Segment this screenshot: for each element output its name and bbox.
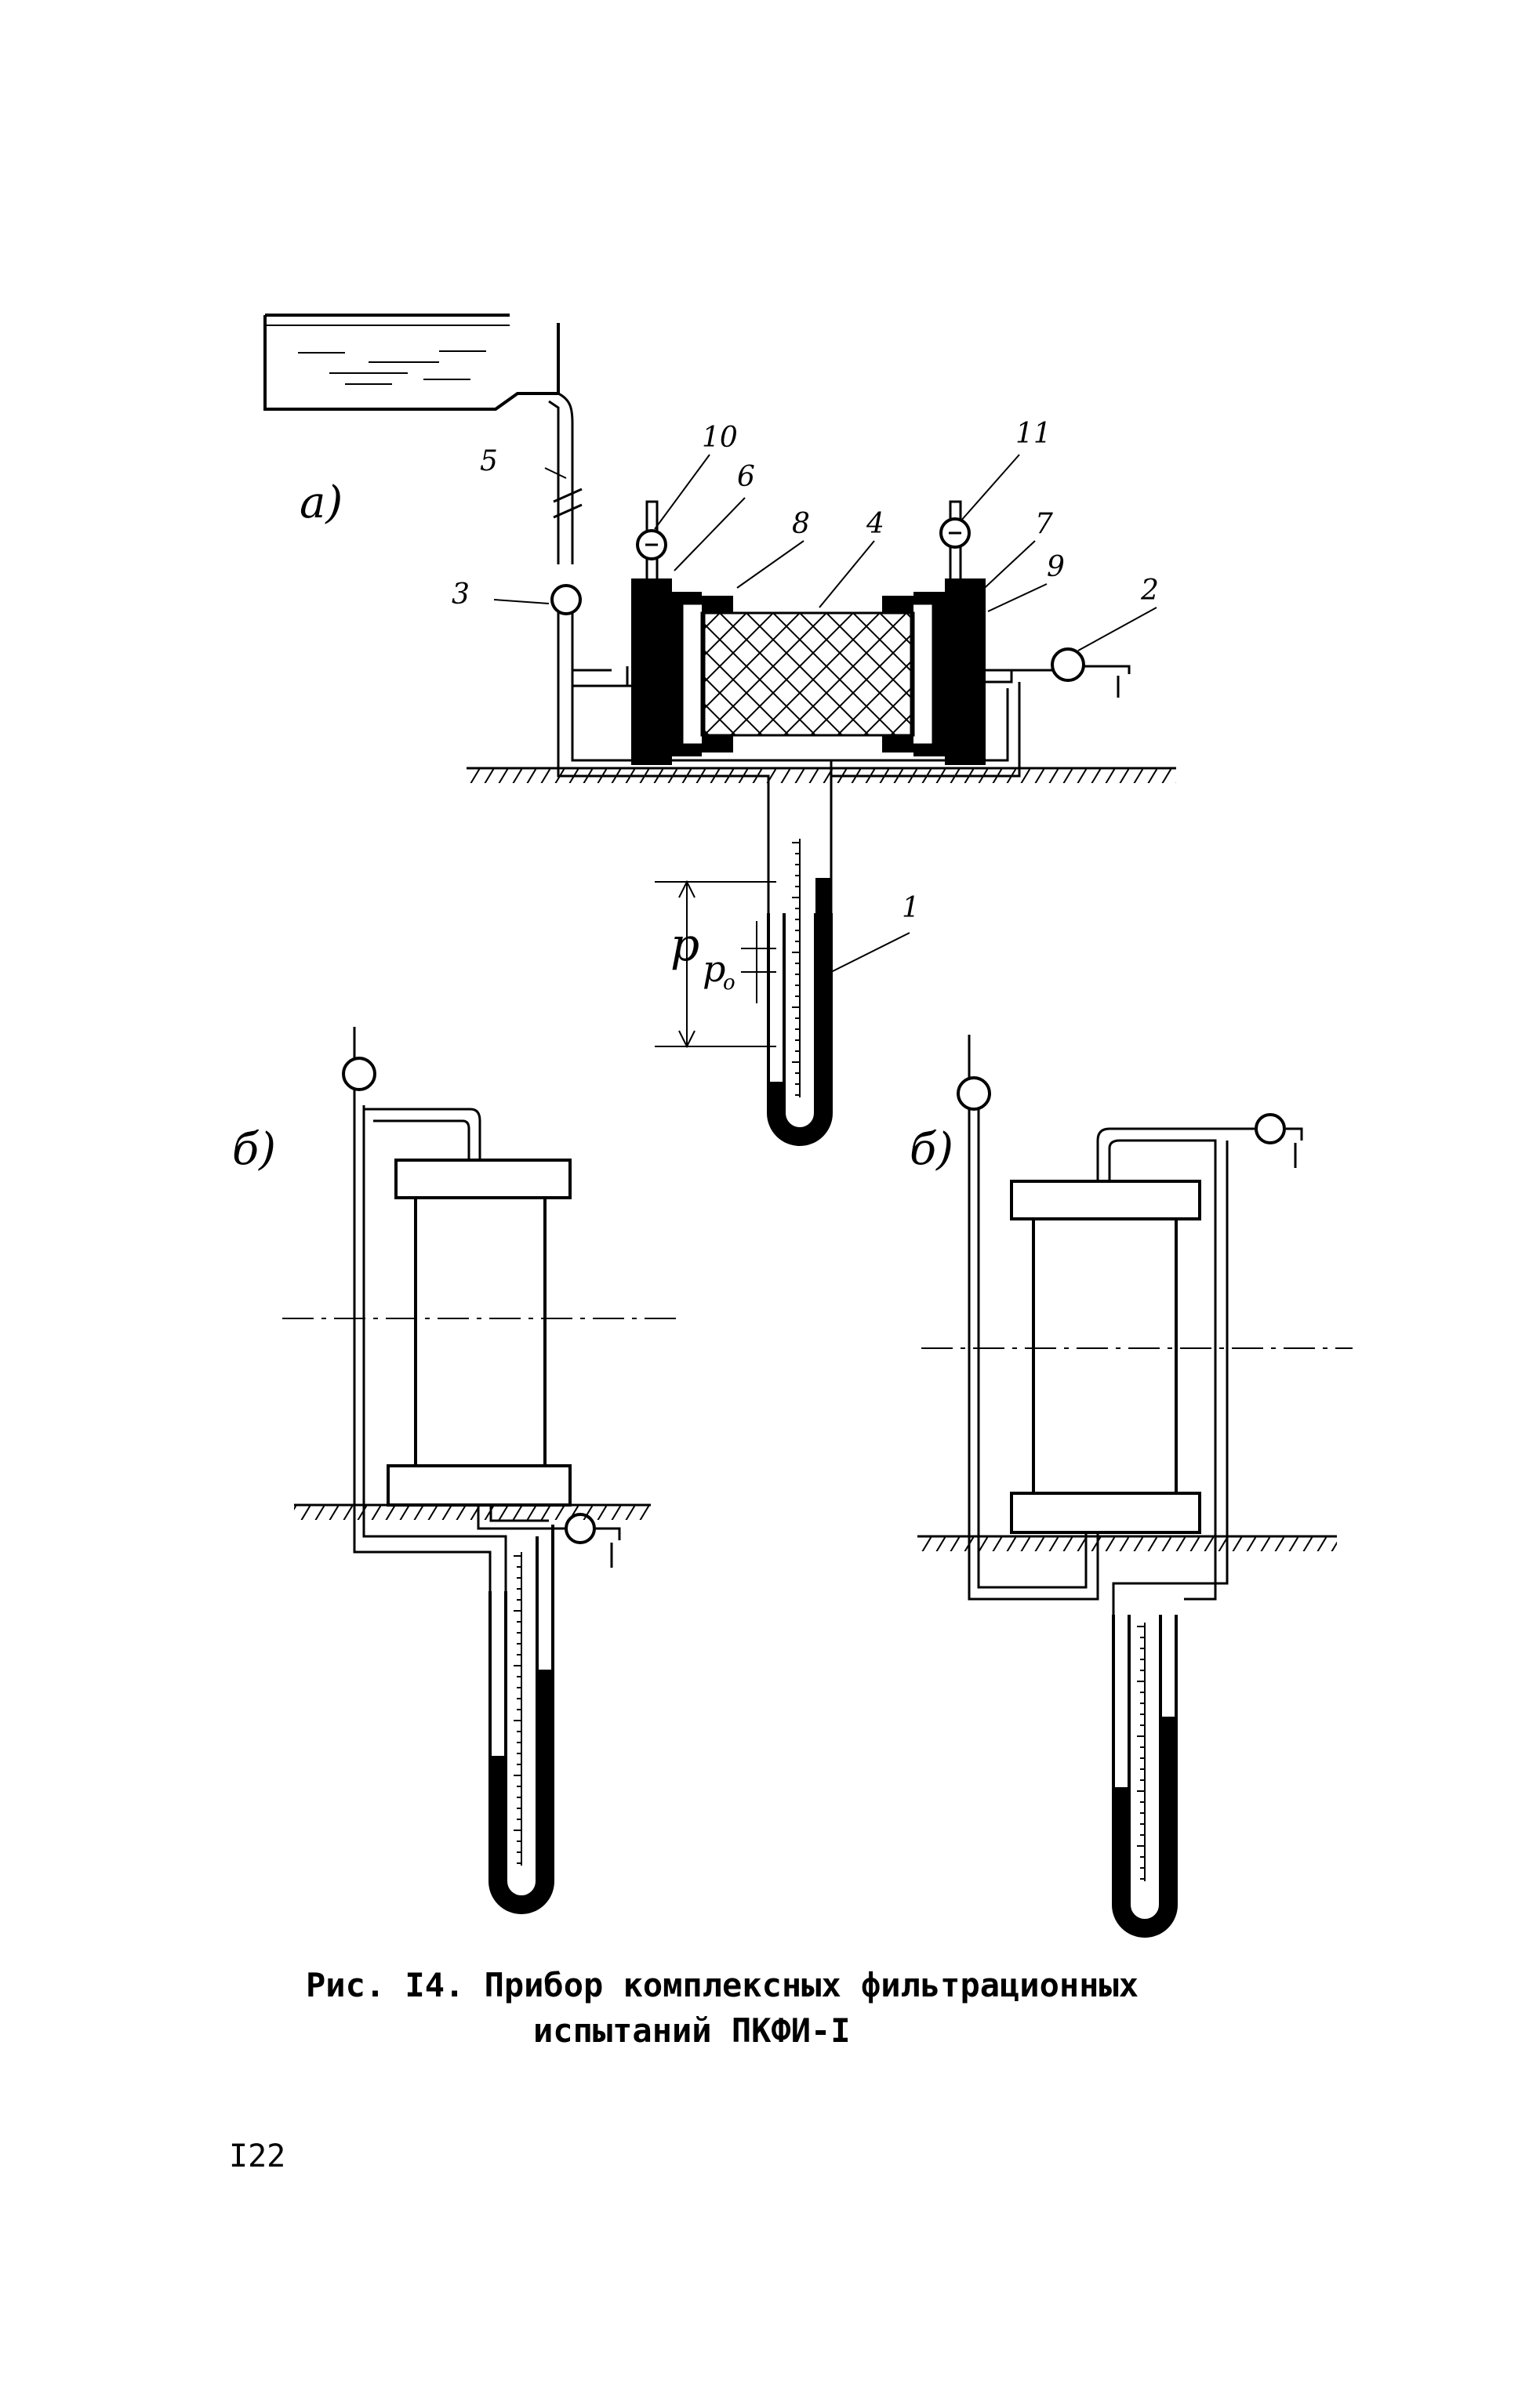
panel-b-label: б) xyxy=(232,1124,276,1175)
panel-a: а) xyxy=(263,314,1176,1146)
valve-outlet-v xyxy=(1255,1113,1286,1144)
ground-line-b xyxy=(294,1503,651,1520)
panel-a-label: а) xyxy=(300,477,343,528)
callout-2: 2 xyxy=(1140,575,1159,607)
ground-line-v xyxy=(917,1535,1337,1551)
callout-5: 5 xyxy=(480,445,498,477)
pipes-b xyxy=(353,1027,621,1646)
column-b xyxy=(387,1159,572,1507)
callout-10: 10 xyxy=(702,422,738,454)
pressure-dimension xyxy=(655,879,776,1049)
pipes-v xyxy=(968,1035,1303,1634)
flange-right xyxy=(945,578,986,765)
callout-7: 7 xyxy=(1035,508,1053,540)
column-v xyxy=(1010,1180,1201,1534)
gauge-11 xyxy=(939,500,971,580)
reservoir-tank xyxy=(263,314,560,411)
soil-sample xyxy=(700,611,915,737)
callout-4: 4 xyxy=(866,508,884,540)
callout-8: 8 xyxy=(792,508,810,540)
page-number: I22 xyxy=(229,2138,286,2174)
callout-6: 6 xyxy=(737,461,755,493)
manometer-b-fluid xyxy=(490,1670,553,1913)
manometer-1-fluid xyxy=(768,878,831,1144)
panel-v: б) xyxy=(910,1035,1353,1938)
dim-p0: p xyxy=(703,948,725,990)
figure-caption-line2: испытаний ПКФИ-I xyxy=(533,2011,851,2050)
flange-left xyxy=(631,578,672,765)
valve-3-icon xyxy=(550,584,582,615)
callout-leaders xyxy=(493,454,1157,973)
panel-v-label: б) xyxy=(910,1124,953,1175)
dim-p: p xyxy=(670,918,699,971)
callout-3: 3 xyxy=(452,578,470,611)
filter-cell xyxy=(627,578,1059,765)
callout-1: 1 xyxy=(902,892,920,924)
panel-b: б) xyxy=(232,1027,682,1914)
gauge-10 xyxy=(636,500,667,580)
dim-p0-sub: o xyxy=(723,971,735,995)
ground-line-a xyxy=(467,767,1176,783)
valve-top-v xyxy=(957,1076,991,1111)
manometer-v-fluid xyxy=(1113,1717,1176,1936)
valve-top-b xyxy=(342,1057,376,1091)
callout-11: 11 xyxy=(1015,418,1051,450)
figure-caption-line1: Рис. I4. Прибор комплексных фильтрационн… xyxy=(306,1966,1139,2004)
callout-9: 9 xyxy=(1047,551,1065,583)
